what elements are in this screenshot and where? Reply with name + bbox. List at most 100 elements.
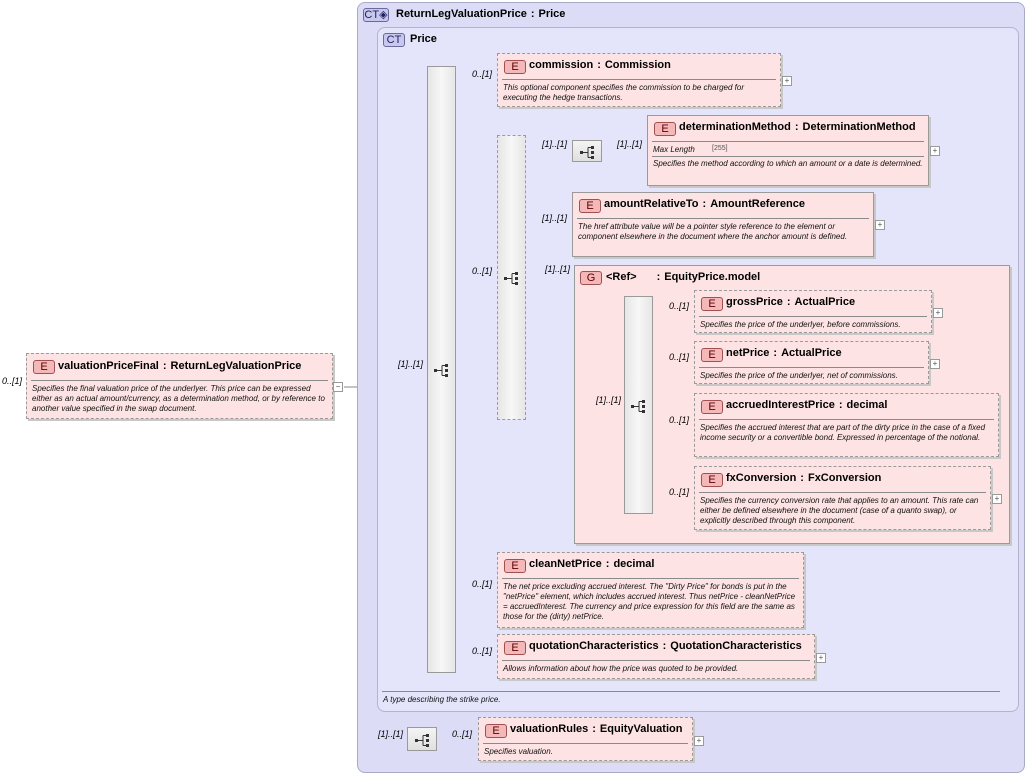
divider [502,79,776,80]
element-badge: E [701,400,723,414]
element-type: EquityValuation [599,723,683,735]
optional-sequence[interactable] [497,135,526,420]
element-type: FxConversion [807,472,882,484]
element-name: determinationMethod [679,121,791,133]
sequence-icon [631,400,645,413]
sequence-compositor[interactable] [624,296,653,514]
element-description: Specifies the price of the underlyer, ne… [700,371,898,380]
minus-icon[interactable]: − [333,382,343,392]
sequence-compositor[interactable] [427,66,456,673]
complex-type-icon: CT [383,33,405,47]
element-name: amountRelativeTo [604,198,699,210]
element-name: grossPrice [726,296,783,308]
element-description: Allows information about how the price w… [503,664,739,673]
element-accruedInterestPrice[interactable]: E accruedInterestPrice:decimal Specifies… [694,393,999,457]
divider [699,419,994,420]
element-type: ActualPrice [794,296,856,308]
element-description: Specifies the price of the underlyer, be… [700,320,901,329]
element-type: Commission [604,59,671,71]
element-type: ActualPrice [781,347,842,359]
element-amountRelativeTo[interactable]: E amountRelativeTo:AmountReference The h… [572,192,874,257]
plus-icon[interactable]: + [933,308,943,318]
divider [502,660,810,661]
element-name: valuationRules [510,723,589,735]
sequence-box[interactable] [572,140,602,162]
element-description: Specifies the currency conversion rate t… [700,496,979,525]
element-type: ReturnLegValuationPrice [170,360,302,372]
group-badge: G [580,271,602,285]
root-element-valuationPriceFinal[interactable]: E valuationPriceFinal:ReturnLegValuation… [26,353,333,419]
group-type: EquityPrice.model [664,271,761,283]
divider [699,492,986,493]
element-badge: E [504,641,526,655]
divider [652,156,924,157]
cardinality-label: 0..[1] [669,415,690,425]
element-name: fxConversion [726,472,797,484]
complex-type-icon: CT◈ [363,8,389,22]
plus-icon[interactable]: + [816,653,826,663]
element-description: Specifies the method according to which … [653,159,923,168]
cardinality-label: 0..[1] [472,646,493,656]
cardinality-label: [1]..[1] [617,139,643,149]
element-badge: E [485,724,507,738]
divider [699,367,924,368]
cardinality-label: 0..[1] [452,729,473,739]
plus-icon[interactable]: + [930,359,940,369]
group-name: <Ref> [606,271,637,283]
cardinality-label: 0..[1] [472,266,493,276]
element-type: AmountReference [710,198,805,210]
element-quotationCharacteristics[interactable]: E quotationCharacteristics:QuotationChar… [497,634,815,679]
element-type: decimal [613,558,655,570]
plus-icon[interactable]: + [992,494,1002,504]
element-cleanNetPrice[interactable]: E cleanNetPrice:decimal The net price ex… [497,552,804,628]
plus-icon[interactable]: + [875,220,885,230]
element-netPrice[interactable]: E netPrice:ActualPrice Specifies the pri… [694,341,929,384]
element-description: The href attribute value will be a point… [578,222,848,241]
sequence-icon [580,146,594,159]
element-name: netPrice [726,347,770,359]
element-badge: E [579,199,601,213]
cardinality-label: 0..[1] [669,301,690,311]
divider [652,141,924,142]
divider [483,743,688,744]
cardinality-label: [1]..[1] [545,264,571,274]
element-name: valuationPriceFinal [58,360,159,372]
cardinality-label: 0..[1] [472,579,493,589]
divider [382,691,1000,692]
complex-type-description: A type describing the strike price. [383,695,501,704]
element-description: Specifies valuation. [484,747,553,756]
element-name: commission [529,59,594,71]
element-badge: E [33,360,55,374]
cardinality-label: 0..[1] [669,487,690,497]
divider [577,218,869,219]
element-name: cleanNetPrice [529,558,602,570]
plus-icon[interactable]: + [930,146,940,156]
sequence-icon [504,272,518,285]
element-fxConversion[interactable]: E fxConversion:FxConversion Specifies th… [694,466,991,530]
element-type: DeterminationMethod [802,121,916,133]
cardinality-label: [1]..[1] [378,729,404,739]
divider [31,380,328,381]
plus-icon[interactable]: + [782,76,792,86]
element-type: decimal [846,399,888,411]
sequence-icon [434,364,448,377]
element-description: Specifies the accrued interest that are … [700,423,986,442]
cardinality-label: [1]..[1] [542,213,568,223]
element-badge: E [701,297,723,311]
element-valuationRules[interactable]: E valuationRules:EquityValuation Specifi… [478,717,693,761]
element-name: accruedInterestPrice [726,399,835,411]
cardinality-label: 0..[1] [472,69,493,79]
cardinality-label: 0..[1] [669,352,690,362]
complex-type-name: Price [410,33,437,45]
element-commission[interactable]: E commission:Commission This optional co… [497,53,781,107]
element-description: The net price excluding accrued interest… [503,582,796,621]
cardinality-label: [1]..[1] [596,395,622,405]
plus-icon[interactable]: + [694,736,704,746]
cardinality-label: [1]..[1] [542,139,568,149]
sequence-icon [415,734,429,747]
divider [502,578,799,579]
element-grossPrice[interactable]: E grossPrice:ActualPrice Specifies the p… [694,290,932,333]
complex-type-base: Price [538,8,566,20]
sequence-box[interactable] [407,727,437,751]
element-determinationMethod[interactable]: E determinationMethod:DeterminationMetho… [647,115,929,186]
